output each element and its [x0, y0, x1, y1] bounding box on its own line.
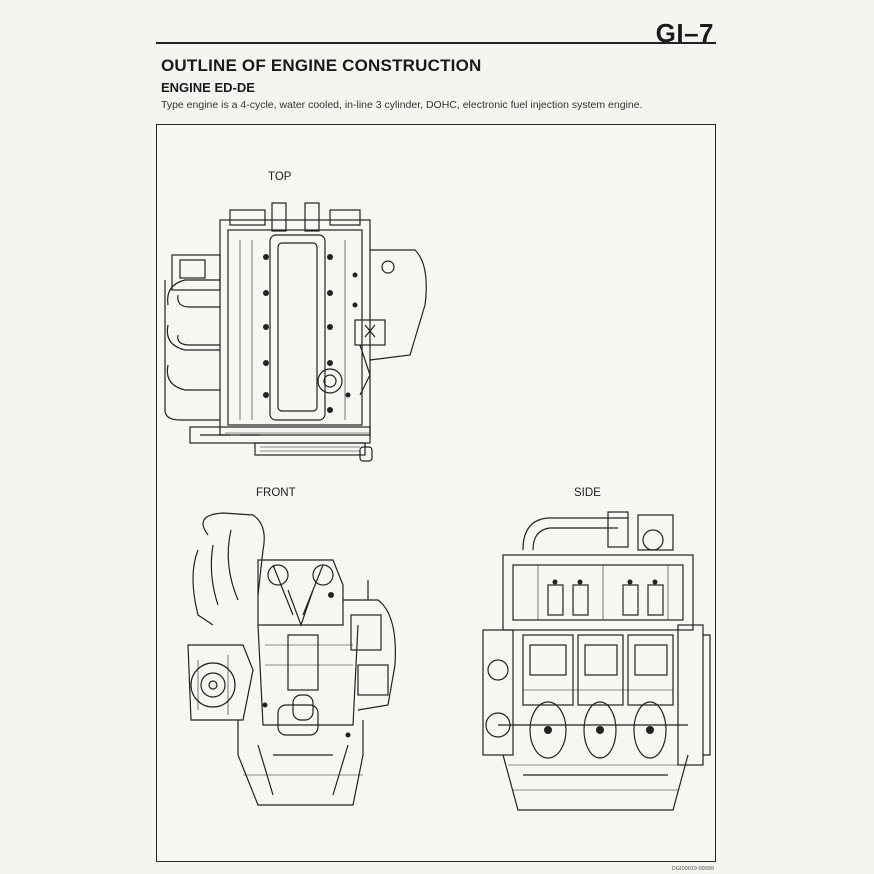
page-number: GI–7	[655, 18, 714, 48]
engine-front-view-drawing	[187, 512, 396, 806]
document-code: DGI00019-99999	[671, 866, 714, 872]
front-view-label: FRONT	[256, 487, 296, 499]
engine-description: Type engine is a 4-cycle, water cooled, …	[161, 99, 643, 111]
top-view-label: TOP	[268, 171, 292, 183]
engine-figure-frame	[156, 124, 716, 862]
engine-top-view-drawing	[164, 202, 427, 462]
engine-side-view-drawing	[482, 511, 711, 811]
section-title: OUTLINE OF ENGINE CONSTRUCTION	[161, 56, 482, 75]
side-view-label: SIDE	[574, 487, 601, 499]
engine-subtitle: ENGINE ED-DE	[161, 80, 255, 95]
header-rule	[156, 42, 716, 44]
